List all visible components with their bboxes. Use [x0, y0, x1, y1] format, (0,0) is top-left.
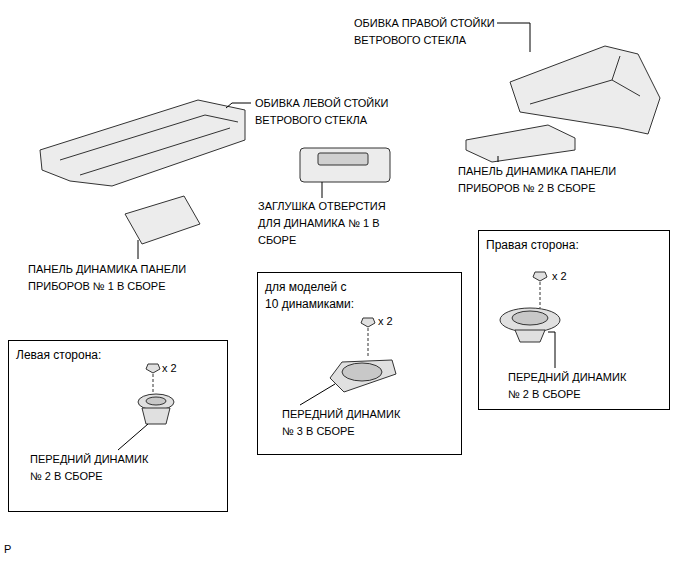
pillar-detail — [60, 115, 238, 175]
quantity-label: x 2 — [552, 268, 582, 285]
part-name: ПЕРЕДНИЙ ДИНАМИК № 2 В СБОРЕ — [508, 369, 636, 403]
screw — [533, 272, 547, 281]
speaker-bracket — [330, 360, 396, 392]
leader-line — [498, 156, 499, 162]
leader-line — [497, 23, 530, 52]
speaker — [500, 308, 560, 332]
speaker-cone — [146, 397, 166, 405]
leader-line — [226, 103, 251, 108]
left-pillar-garnish — [40, 100, 245, 186]
leader-line — [322, 182, 323, 198]
part-name: ОБИВКА ПРАВОЙ СТОЙКИ ВЕТРОВОГО СТЕКЛА — [354, 15, 504, 49]
speaker-panel — [125, 196, 200, 244]
leader-line — [138, 240, 139, 259]
screw-axis — [540, 282, 541, 308]
speaker-body — [515, 330, 545, 342]
part-name: ПАНЕЛЬ ДИНАМИКА ПАНЕЛИ ПРИБОРОВ № 1 В СБ… — [28, 261, 198, 295]
box-heading: для моделей с 10 динамиками: — [265, 279, 355, 313]
hole-cover-grille — [318, 153, 368, 165]
speaker-body — [142, 408, 170, 424]
speaker-cone — [512, 311, 548, 325]
leader-line — [548, 332, 555, 368]
part-name: ПЕРЕДНИЙ ДИНАМИК № 2 В СБОРЕ — [30, 451, 158, 485]
quantity-label: x 2 — [378, 313, 408, 330]
option-box: Левая сторона: — [8, 340, 228, 512]
part-name: ПАНЕЛЬ ДИНАМИКА ПАНЕЛИ ПРИБОРОВ № 2 В СБ… — [458, 163, 628, 197]
screw-axis — [368, 328, 369, 358]
part-name: ЗАГЛУШКА ОТВЕРСТИЯ ДЛЯ ДИНАМИКА № 1 В СБ… — [258, 198, 398, 249]
part-name: ПЕРЕДНИЙ ДИНАМИК № 3 В СБОРЕ — [282, 406, 410, 440]
screw — [361, 318, 375, 327]
pillar-detail — [530, 56, 640, 104]
page-mark: P — [4, 541, 18, 558]
box-heading: Правая сторона: — [486, 237, 669, 254]
leader-line — [300, 384, 335, 405]
screw-axis — [153, 374, 154, 394]
screw — [146, 364, 160, 373]
speaker-panel — [466, 125, 575, 162]
leader-line — [118, 424, 148, 450]
hole-cover — [300, 148, 390, 182]
box-heading: Левая сторона: — [16, 347, 227, 364]
speaker — [342, 363, 382, 381]
part-name: ОБИВКА ЛЕВОЙ СТОЙКИ ВЕТРОВОГО СТЕКЛА — [255, 95, 405, 129]
right-pillar-garnish — [510, 46, 660, 134]
quantity-label: x 2 — [162, 360, 192, 377]
